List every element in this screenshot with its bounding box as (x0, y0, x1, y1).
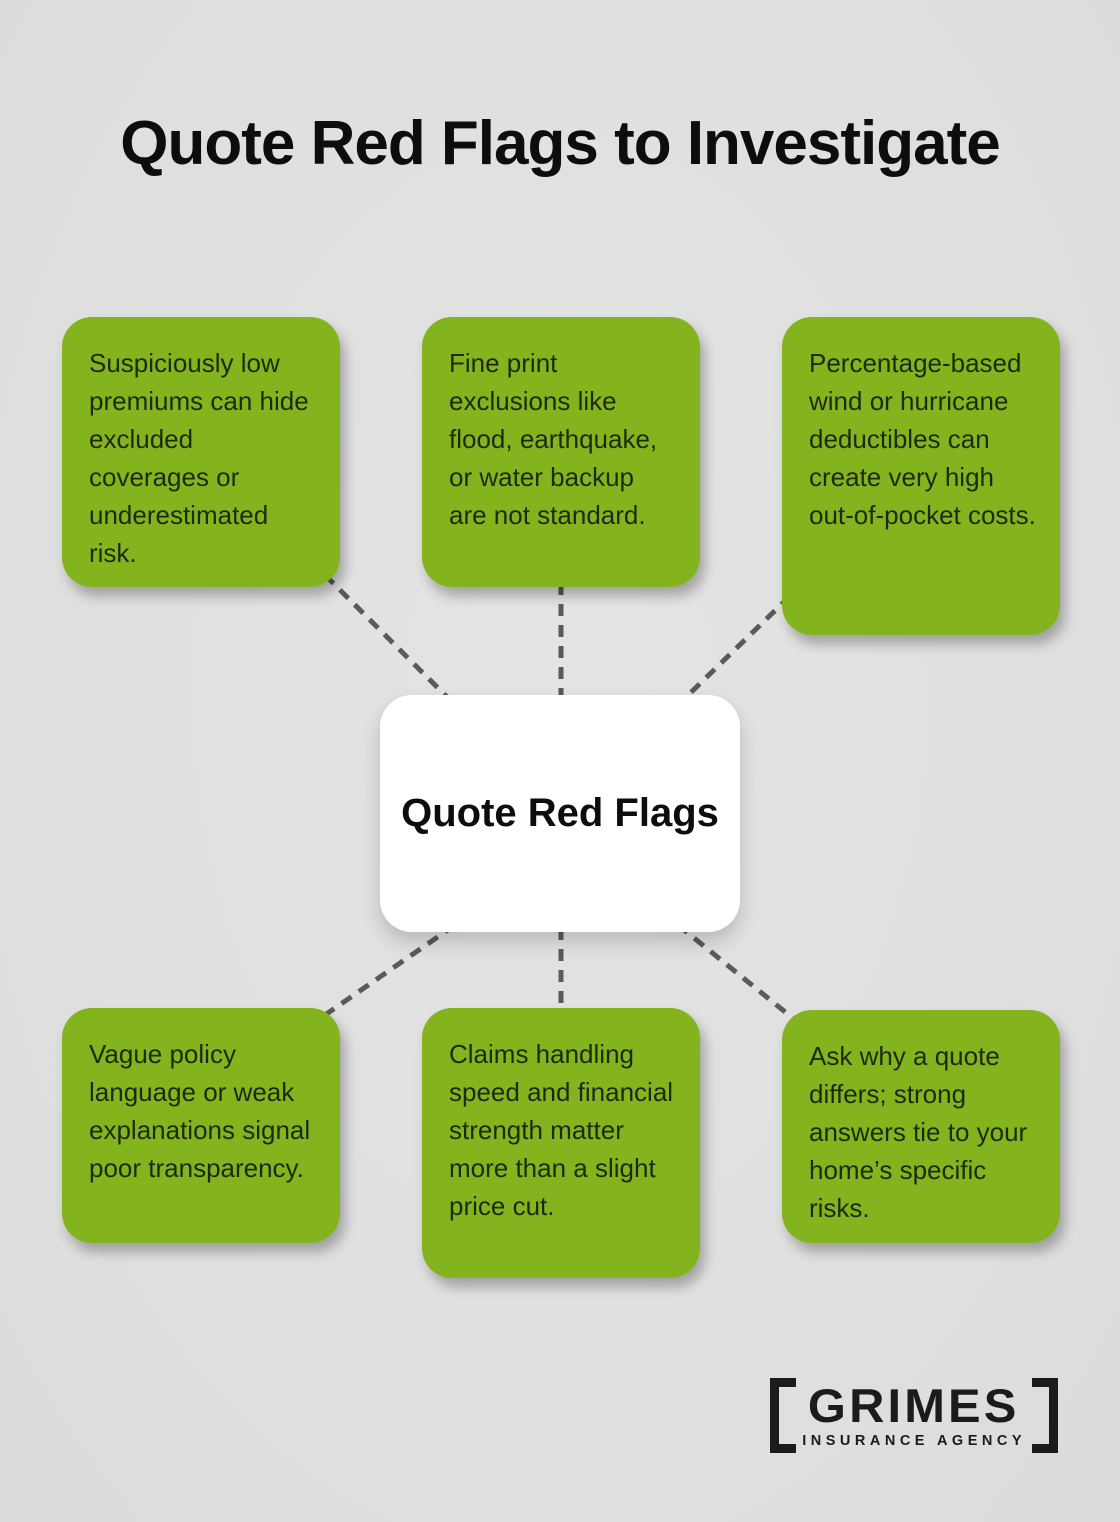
node-text: Ask why a quote differs; strong answers … (809, 1041, 1028, 1223)
node-bottom-middle: Claims handling speed and financial stre… (422, 1008, 700, 1278)
connector-line (323, 922, 457, 1018)
node-text: Percentage-based wind or hurricane deduc… (809, 348, 1036, 530)
node-top-middle: Fine print exclusions like flood, earthq… (422, 317, 700, 587)
node-text: Fine print exclusions like flood, earthq… (449, 348, 658, 530)
center-node: Quote Red Flags (380, 695, 740, 932)
center-node-label: Quote Red Flags (401, 791, 719, 835)
connector-line (676, 594, 792, 707)
node-top-right: Percentage-based wind or hurricane deduc… (782, 317, 1060, 635)
node-text: Claims handling speed and financial stre… (449, 1039, 674, 1221)
logo-name: GRIMES (808, 1379, 1020, 1432)
connector-line (676, 923, 797, 1022)
node-top-left: Suspiciously low premiums can hide exclu… (62, 317, 340, 587)
connector-line (323, 573, 457, 707)
right-bracket-icon (1032, 1378, 1058, 1453)
node-bottom-left: Vague policy language or weak explanatio… (62, 1008, 340, 1243)
logo-subtitle: INSURANCE AGENCY (802, 1433, 1026, 1449)
node-text: Vague policy language or weak explanatio… (89, 1039, 311, 1183)
node-text: Suspiciously low premiums can hide exclu… (89, 348, 309, 568)
left-bracket-icon (770, 1378, 797, 1453)
page-title: Quote Red Flags to Investigate (120, 109, 1000, 178)
grimes-logo: GRIMES INSURANCE AGENCY (770, 1378, 1058, 1453)
node-bottom-right: Ask why a quote differs; strong answers … (782, 1010, 1060, 1243)
